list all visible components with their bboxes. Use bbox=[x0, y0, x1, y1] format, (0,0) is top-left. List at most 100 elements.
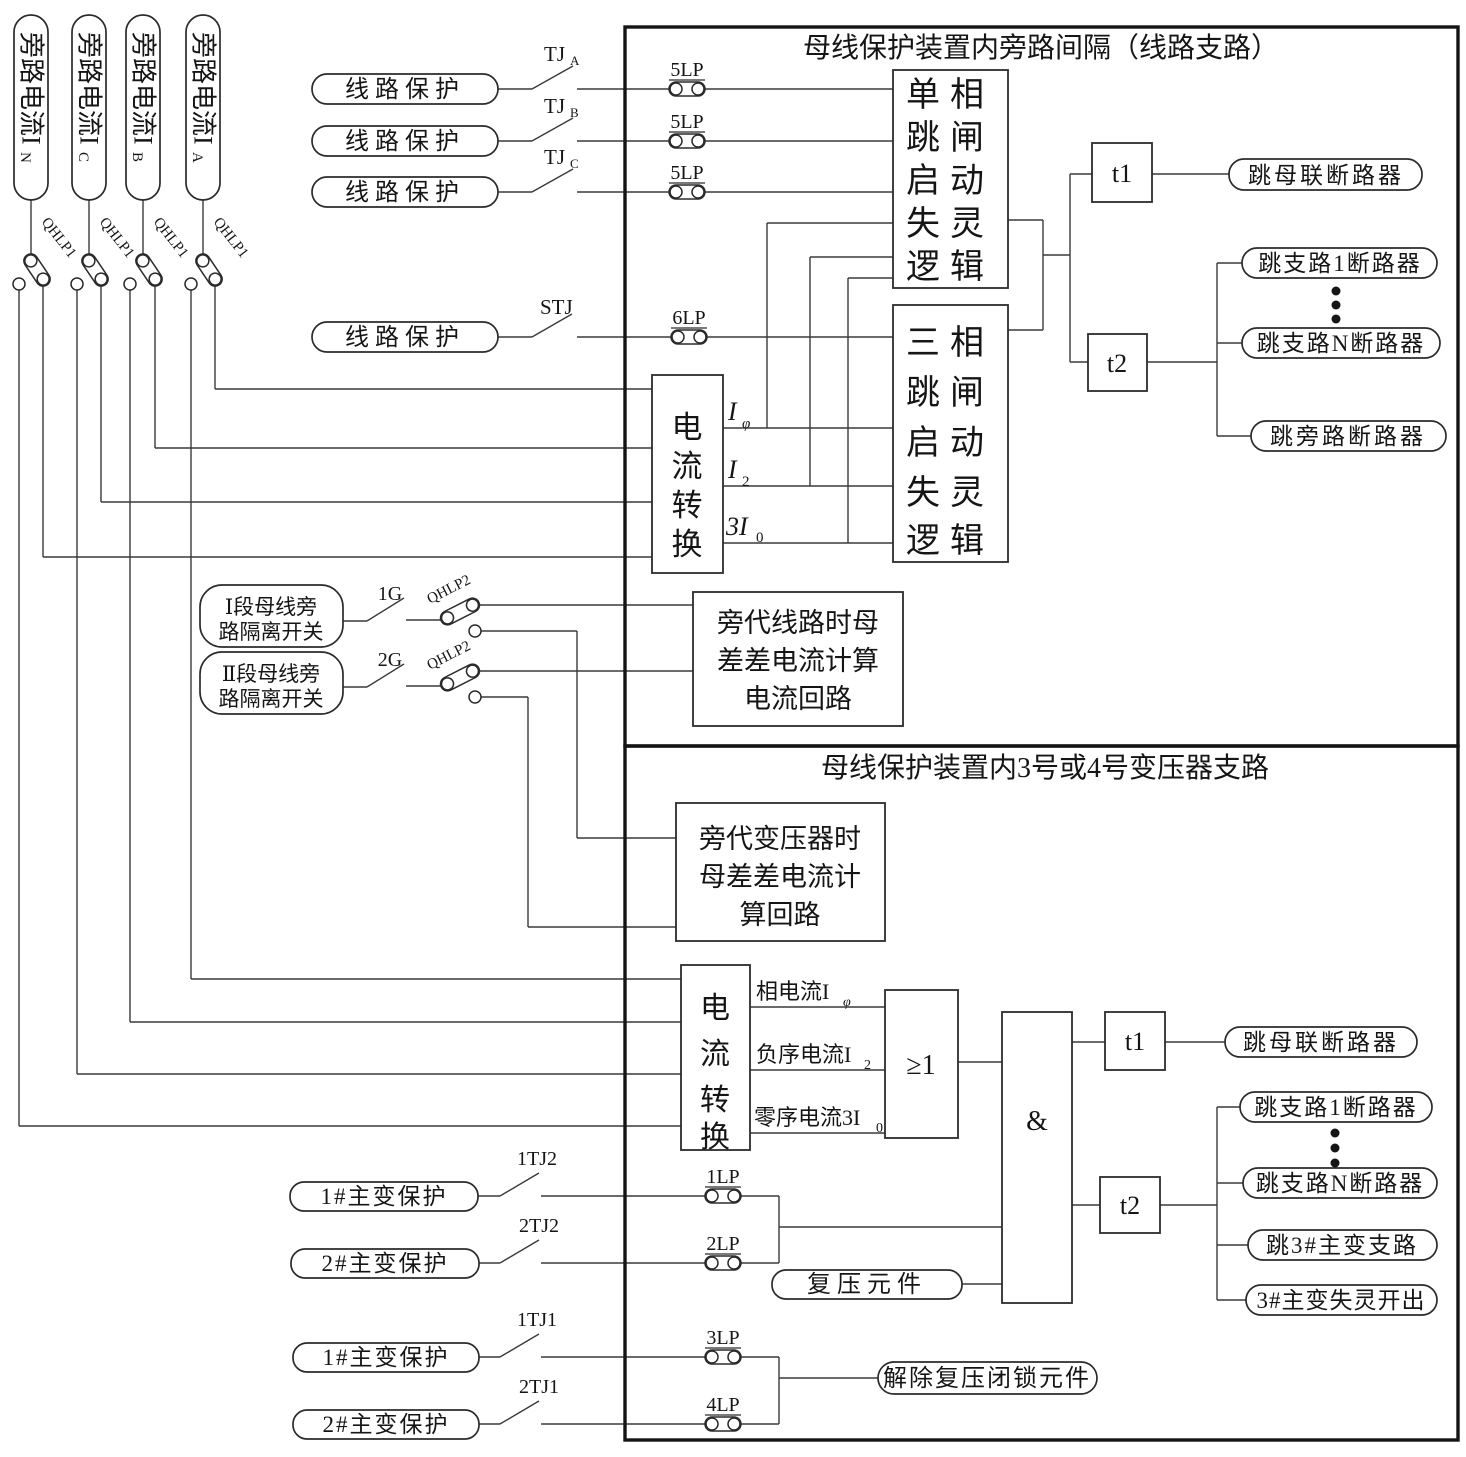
timer-t2-top: t2 bbox=[1087, 333, 1148, 392]
block-row: 逻辑 bbox=[906, 248, 994, 286]
contact-sub: B bbox=[570, 105, 579, 120]
box2-title: 母线保护装置内3号或4号变压器支路 bbox=[821, 752, 1269, 784]
contact-label: STJ bbox=[540, 295, 573, 319]
current-convert-block-bottom: 电 流 转 换 bbox=[680, 964, 751, 1154]
bypass-current-sources: 旁路电流I N 旁路电流I C 旁路电流I B 旁路电流I A bbox=[13, 14, 221, 201]
output-capsule-label: 跳3#主变支路 bbox=[1266, 1233, 1418, 1258]
output-capsule-label: 跳支路N断路器 bbox=[1256, 1171, 1425, 1196]
output-capsule-label: 跳支路1断路器 bbox=[1258, 251, 1422, 276]
block-row: 启动 bbox=[906, 162, 994, 200]
lp-label: 1LP bbox=[706, 1166, 739, 1188]
block-row: 电 bbox=[672, 410, 703, 445]
current-convert-block-top: 电 流 转 换 bbox=[651, 374, 724, 574]
line-protection-label: 线路保护 bbox=[345, 324, 465, 351]
block-row: 转 bbox=[672, 488, 703, 523]
output-capsule-label: 跳母联断路器 bbox=[1248, 163, 1404, 188]
signal-sub: 0 bbox=[756, 530, 764, 546]
block-row: 跳闸 bbox=[906, 119, 994, 157]
box-transformer-branch bbox=[623, 744, 1460, 1442]
timer-t2-bottom: t2 bbox=[1099, 1176, 1161, 1234]
signal-label: 相电流I bbox=[756, 979, 829, 1004]
signal-label: 3I bbox=[725, 512, 749, 541]
isolator-label: 路隔离开关 bbox=[219, 687, 324, 711]
isolator-label: Ⅱ段母线旁 bbox=[222, 662, 320, 686]
timer-label: t2 bbox=[1120, 1191, 1140, 1220]
block-row: 旁代变压器时 bbox=[699, 824, 861, 854]
block-row: 逻辑 bbox=[906, 522, 994, 560]
lp-label: 5LP bbox=[670, 59, 703, 81]
block-row: 流 bbox=[672, 449, 703, 484]
contact-label: 1TJ1 bbox=[517, 1309, 557, 1331]
block-row: 电 bbox=[700, 992, 730, 1025]
block-row: 转 bbox=[700, 1084, 730, 1117]
contact-sub: C bbox=[570, 156, 579, 171]
signal-sub: φ bbox=[843, 995, 851, 1010]
signal-label: 负序电流I bbox=[756, 1042, 851, 1067]
contact-label: TJ bbox=[544, 42, 565, 66]
capsule-label: 复压元件 bbox=[807, 1271, 927, 1298]
qhlp1-label: QHLP1 bbox=[96, 215, 137, 262]
line-protection-label: 线路保护 bbox=[345, 128, 465, 155]
block-row: 换 bbox=[672, 527, 703, 562]
or-gate-block: ≥1 bbox=[884, 989, 959, 1139]
lp-label: 5LP bbox=[670, 111, 703, 133]
qhlp1-label: QHLP1 bbox=[150, 215, 191, 262]
gate-label: ≥1 bbox=[906, 1050, 935, 1081]
lp-label: 5LP bbox=[670, 162, 703, 184]
block-row: 三相 bbox=[906, 324, 994, 362]
output-capsule-label: 跳支路1断路器 bbox=[1254, 1095, 1418, 1120]
source-label: 旁路电流I bbox=[75, 32, 104, 145]
and-gate-block: & bbox=[1001, 1011, 1073, 1304]
current-signal-labels-bottom: 相电流I φ 负序电流I 2 零序电流3I 0 bbox=[754, 979, 883, 1136]
isolator-seg1: Ⅰ段母线旁 路隔离开关 1G QHLP2 bbox=[199, 572, 483, 648]
output-capsule-label: 3#主变失灵开出 bbox=[1257, 1288, 1426, 1313]
source-label: 旁路电流I bbox=[17, 32, 46, 145]
source-sub: C bbox=[75, 152, 91, 162]
isolator-seg2: Ⅱ段母线旁 路隔离开关 2G QHLP2 bbox=[199, 638, 483, 715]
lp-label: 3LP bbox=[706, 1327, 739, 1349]
source-label: 旁路电流I bbox=[189, 32, 218, 145]
qhlp1-links: QHLP1 QHLP1 QHLP1 QHLP1 bbox=[12, 215, 251, 291]
signal-label: I bbox=[727, 397, 738, 426]
output-capsule-label: 跳旁路断路器 bbox=[1270, 424, 1426, 449]
contact-label: 2TJ1 bbox=[519, 1376, 559, 1398]
bypass-line-diff-calc-block: 旁代线路时母 差差电流计算 电流回路 bbox=[692, 591, 904, 727]
output-capsule-label: 跳母联断路器 bbox=[1243, 1030, 1399, 1055]
tr-protection-label: 2#主变保护 bbox=[323, 1412, 450, 1437]
contact-label: 1G bbox=[378, 583, 402, 605]
timer-label: t1 bbox=[1125, 1027, 1145, 1056]
box1-title: 母线保护装置内旁路间隔（线路支路） bbox=[803, 32, 1279, 64]
line-protection-rows: 线路保护 TJ A 线路保护 TJ B 线路保护 TJ C 线路保护 STJ bbox=[311, 42, 580, 353]
output-capsule-label: 跳支路N断路器 bbox=[1257, 331, 1426, 356]
timer-t1-bottom: t1 bbox=[1104, 1011, 1166, 1071]
block-row: 电流回路 bbox=[744, 684, 852, 714]
lp-label: 2LP bbox=[706, 1233, 739, 1255]
source-sub: N bbox=[17, 152, 33, 163]
wiring bbox=[18, 65, 1251, 1425]
lp-links-top: 5LP 5LP 5LP 6LP bbox=[668, 59, 708, 345]
tr-protection-label: 1#主变保护 bbox=[321, 1184, 448, 1209]
voltage-element-capsule: 复压元件 bbox=[771, 1269, 963, 1300]
source-label: 旁路电流I bbox=[129, 32, 158, 145]
line-protection-label: 线路保护 bbox=[345, 179, 465, 206]
lp-label: 6LP bbox=[672, 307, 705, 329]
outputs-bottom: 跳母联断路器 跳支路1断路器 跳支路N断路器 跳3#主变支路 3#主变失灵开出 bbox=[1224, 1026, 1438, 1316]
signal-sub: 2 bbox=[864, 1058, 871, 1073]
line-protection-label: 线路保护 bbox=[345, 76, 465, 103]
block-row: 换 bbox=[700, 1121, 730, 1154]
lp-label: 4LP bbox=[706, 1394, 739, 1416]
block-row: 启动 bbox=[906, 424, 994, 462]
outputs-top: 跳母联断路器 跳支路1断路器 跳支路N断路器 跳旁路断路器 bbox=[1228, 158, 1447, 452]
isolator-label: 路隔离开关 bbox=[219, 620, 324, 644]
capsule-label: 解除复压闭锁元件 bbox=[883, 1365, 1091, 1392]
bypass-transformer-diff-calc-block: 旁代变压器时 母差差电流计 算回路 bbox=[675, 802, 886, 942]
qhlp1-label: QHLP1 bbox=[38, 215, 79, 262]
block-row: 失灵 bbox=[906, 205, 994, 243]
timer-label: t2 bbox=[1107, 349, 1127, 378]
transformer-protection-rows: 1#主变保护 1TJ2 1LP 2#主变保护 2TJ2 2LP 1#主变保护 1… bbox=[289, 1148, 742, 1440]
contact-sub: A bbox=[570, 53, 580, 68]
block-row: 母差差电流计 bbox=[699, 862, 861, 892]
tr-protection-label: 2#主变保护 bbox=[322, 1251, 449, 1276]
contact-label: 1TJ2 bbox=[517, 1148, 557, 1170]
